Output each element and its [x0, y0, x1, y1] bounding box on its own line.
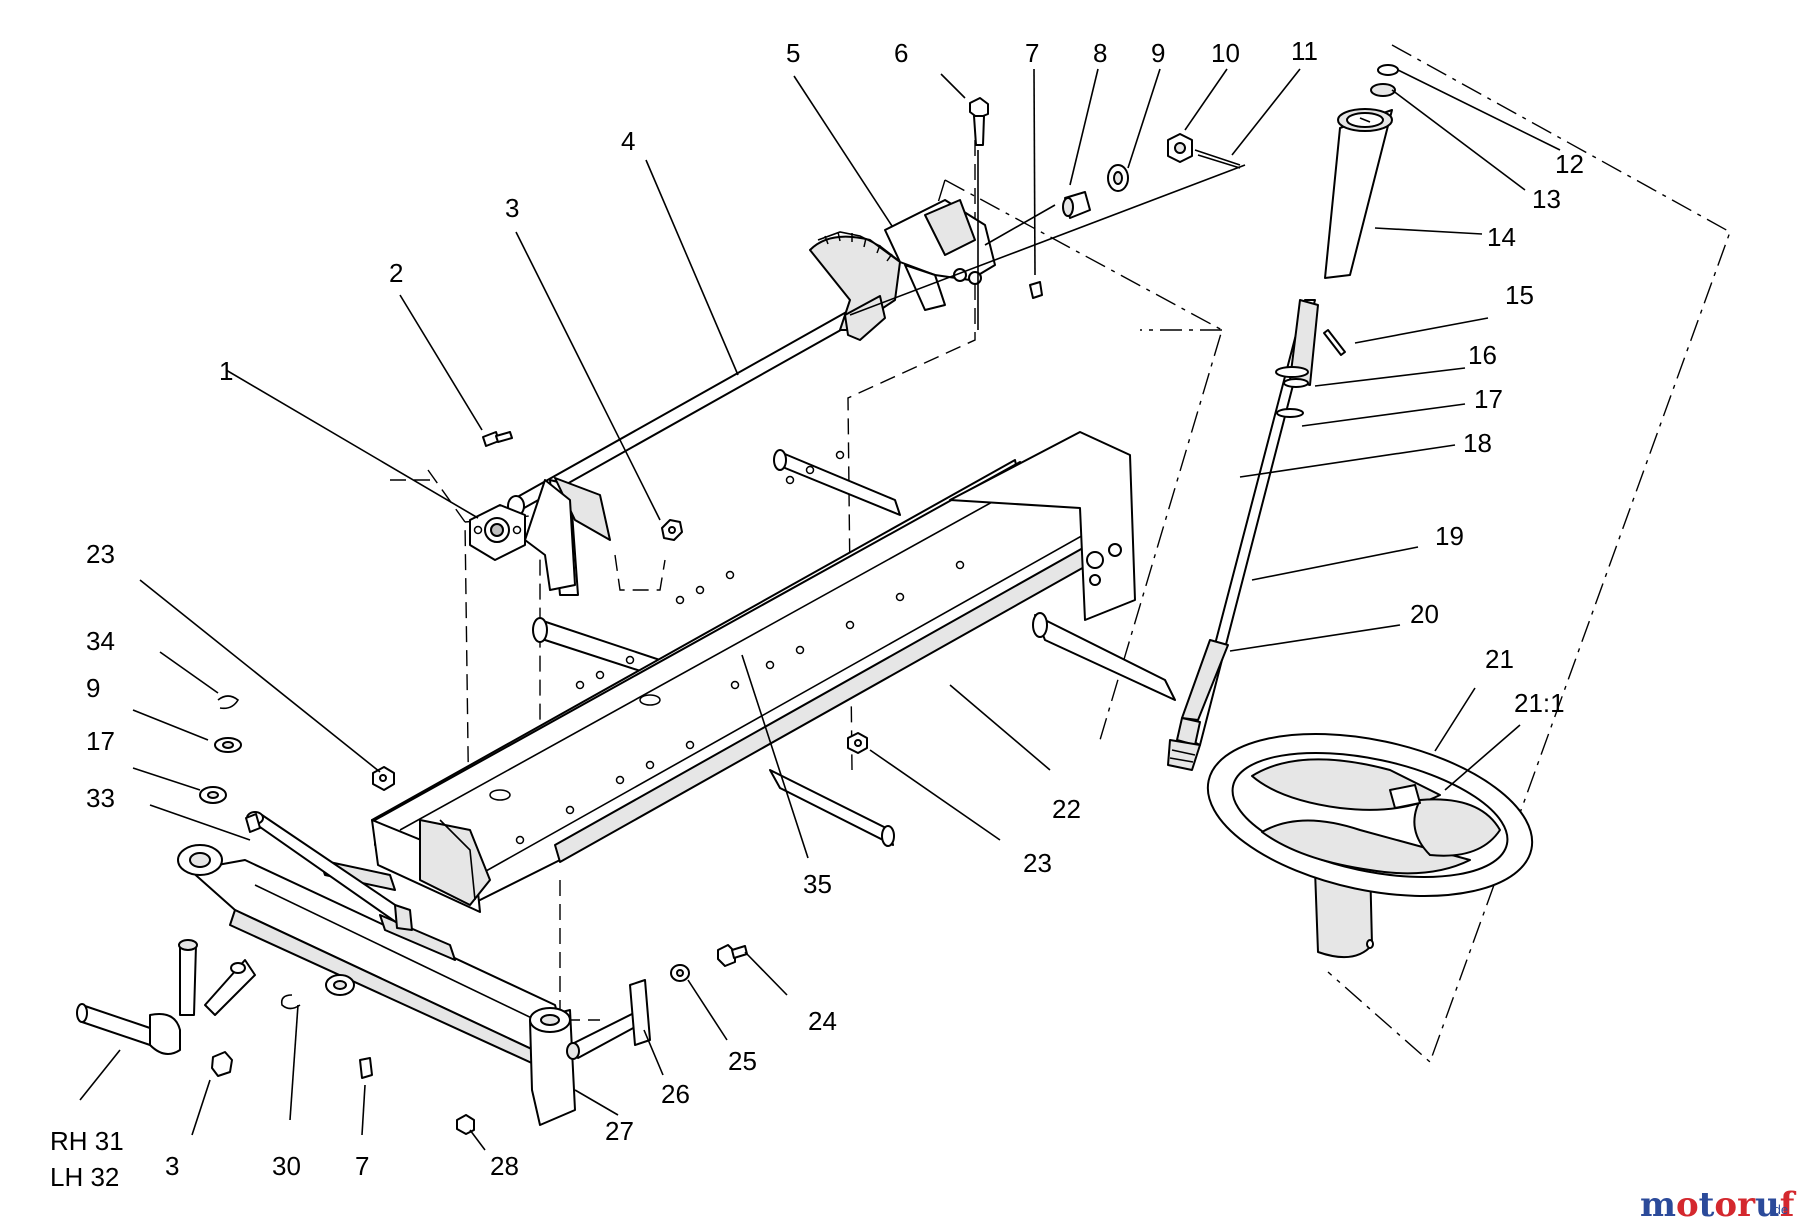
callout-17-left: 17 — [86, 726, 115, 756]
cotter-pin-part-11 — [1194, 149, 1241, 169]
callout-2: 2 — [389, 258, 403, 288]
washer-part-13 — [1370, 83, 1396, 97]
watermark-logo: motoruf — [1640, 1185, 1797, 1225]
callout-1: 1 — [219, 356, 233, 386]
callout-10: 10 — [1211, 38, 1240, 68]
callout-9-left: 9 — [86, 673, 100, 703]
callout-25: 25 — [728, 1046, 757, 1076]
callout-27: 27 — [605, 1116, 634, 1146]
front-axle-assembly — [76, 695, 868, 1135]
callout-30: 30 — [272, 1151, 301, 1181]
callout-20: 20 — [1410, 599, 1439, 629]
callout-lh-32: LH 32 — [50, 1162, 119, 1192]
callout-34: 34 — [86, 626, 115, 656]
callout-17: 17 — [1474, 384, 1503, 414]
callout-23-right: 23 — [1023, 848, 1052, 878]
callout-labels: 1 2 3 4 5 6 7 8 9 10 11 12 13 14 15 16 1… — [50, 36, 1584, 1192]
callout-35: 35 — [803, 869, 832, 899]
column-cover-part-14 — [1324, 109, 1393, 279]
callout-13: 13 — [1532, 184, 1561, 214]
callout-18: 18 — [1463, 428, 1492, 458]
bolt-part-6 — [969, 97, 989, 146]
collar-part-17 — [1276, 408, 1304, 418]
callout-7-bottom: 7 — [355, 1151, 369, 1181]
castle-nut-part-10 — [1167, 133, 1193, 163]
callout-21-1: 21:1 — [1514, 688, 1565, 718]
callout-9: 9 — [1151, 38, 1165, 68]
grease-fitting-part-7-top — [1029, 281, 1043, 299]
pivot-block-part-5 — [884, 199, 1056, 311]
callout-6: 6 — [894, 38, 908, 68]
callout-5: 5 — [786, 38, 800, 68]
nut-part-3 — [661, 519, 683, 541]
washer-part-9-top — [1107, 164, 1129, 192]
brand-watermark: motoruf .de — [1640, 1185, 1797, 1225]
wheel-emblem-part-21-1 — [1389, 784, 1421, 809]
callout-16: 16 — [1468, 340, 1497, 370]
bearing-bracket — [524, 479, 576, 591]
callout-26: 26 — [661, 1079, 690, 1109]
callout-19: 19 — [1435, 521, 1464, 551]
callout-8: 8 — [1093, 38, 1107, 68]
shaft-sleeve-part-20 — [1181, 639, 1229, 721]
watermark-suffix: .de — [1770, 1202, 1788, 1217]
steering-wheel-part-21 — [1206, 733, 1534, 959]
steering-column — [1167, 64, 1399, 771]
callout-11: 11 — [1291, 36, 1318, 66]
retaining-ring-part-12 — [1377, 64, 1399, 76]
callout-33: 33 — [86, 783, 115, 813]
callout-24: 24 — [808, 1006, 837, 1036]
callout-14: 14 — [1487, 222, 1516, 252]
callout-15: 15 — [1505, 280, 1534, 310]
bushing-part-8 — [1062, 191, 1091, 219]
flange-bearing-part-1 — [469, 504, 526, 561]
callout-22: 22 — [1052, 794, 1081, 824]
callout-12: 12 — [1555, 149, 1584, 179]
callout-rh-31: RH 31 — [50, 1126, 124, 1156]
callout-23-left: 23 — [86, 539, 115, 569]
callout-7: 7 — [1025, 38, 1039, 68]
roll-pin-part-15 — [1323, 329, 1346, 356]
callout-3-bottom: 3 — [165, 1151, 179, 1181]
collar-part-16 — [1275, 366, 1309, 378]
callout-3: 3 — [505, 193, 519, 223]
leader-lines — [79, 68, 1561, 1151]
callout-21: 21 — [1485, 644, 1514, 674]
callout-28: 28 — [490, 1151, 519, 1181]
bolt-part-2 — [482, 431, 513, 447]
main-frame — [371, 431, 1176, 913]
callout-4: 4 — [621, 126, 635, 156]
